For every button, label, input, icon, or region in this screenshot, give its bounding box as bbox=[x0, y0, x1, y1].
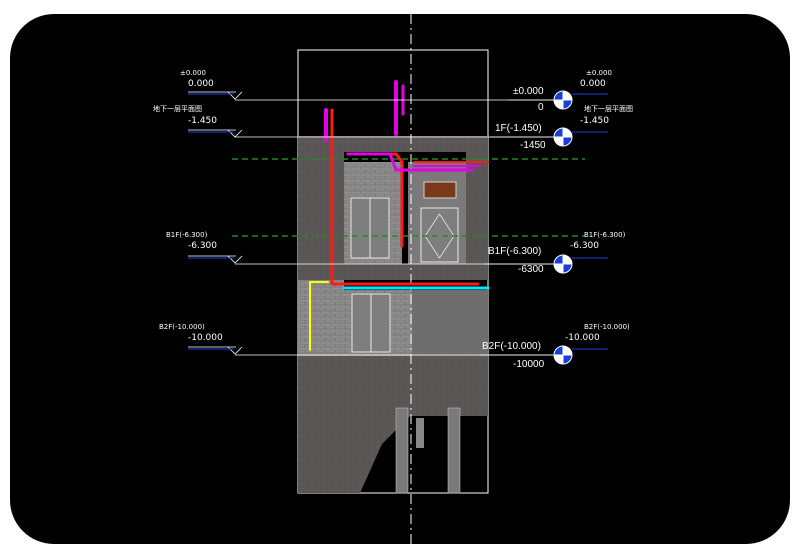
left-level-value-0: 0.000 bbox=[188, 79, 214, 89]
level-tag-value-3: -10000 bbox=[513, 359, 545, 370]
left-level-name-0: ±0.000 bbox=[180, 69, 206, 77]
pile-2 bbox=[447, 407, 461, 494]
left-level-value-2: -6.300 bbox=[188, 241, 218, 251]
lower-wall-left bbox=[298, 280, 344, 356]
section-drawing bbox=[188, 14, 608, 544]
right-level-underlines bbox=[572, 93, 608, 350]
right-level-value-3: -10.000 bbox=[565, 333, 600, 343]
pile-3 bbox=[416, 418, 424, 448]
pile-1 bbox=[395, 407, 409, 494]
level-tag-value-0: 0 bbox=[538, 102, 544, 113]
level-tag-label-3: B2F(-10.000) bbox=[482, 341, 541, 352]
slab-1 bbox=[298, 136, 488, 152]
right-level-name-1: 地下一层平面图 bbox=[584, 105, 633, 113]
right-level-name-3: B2F(-10.000) bbox=[584, 323, 630, 331]
right-level-markers bbox=[553, 90, 573, 365]
level-marker-icon-3 bbox=[553, 345, 573, 365]
level-marker-icon-0 bbox=[553, 90, 573, 110]
right-level-value-1: -1.450 bbox=[580, 116, 610, 126]
left-level-value-1: -1.450 bbox=[188, 116, 218, 126]
left-level-value-3: -10.000 bbox=[188, 333, 223, 343]
right-level-value-2: -6.300 bbox=[570, 241, 600, 251]
pipes bbox=[309, 80, 490, 351]
slab-2 bbox=[298, 264, 488, 280]
level-tag-value-2: -6300 bbox=[518, 264, 544, 275]
tag-underlines bbox=[480, 99, 554, 356]
left-level-symbols bbox=[188, 91, 243, 355]
base-slab bbox=[298, 356, 488, 402]
right-level-name-2: B1F(-6.300) bbox=[584, 231, 626, 239]
upper-door-right bbox=[420, 207, 459, 263]
level-marker-icon-2 bbox=[553, 254, 573, 274]
right-level-name-0: ±0.000 bbox=[586, 69, 612, 77]
right-level-value-0: 0.000 bbox=[580, 79, 606, 89]
cad-viewport[interactable]: ±0.000 0.000 地下一层平面图 -1.450 B1F(-6.300) … bbox=[10, 14, 790, 544]
left-level-name-1: 地下一层平面图 bbox=[153, 105, 202, 113]
left-level-underlines bbox=[188, 93, 234, 350]
level-marker-icon-1 bbox=[553, 127, 573, 147]
level-tag-value-1: -1450 bbox=[520, 140, 546, 151]
level-tag-label-2: B1F(-6.300) bbox=[488, 246, 542, 257]
left-level-name-3: B2F(-10.000) bbox=[159, 323, 205, 331]
level-tag-label-1: 1F(-1.450) bbox=[495, 123, 542, 134]
lower-room-right bbox=[412, 290, 488, 356]
foundation bbox=[298, 402, 488, 493]
left-level-name-2: B1F(-6.300) bbox=[166, 231, 208, 239]
equipment-box bbox=[423, 181, 457, 199]
level-tag-label-0: ±0.000 bbox=[513, 86, 544, 97]
upper-wall-left bbox=[298, 152, 344, 264]
